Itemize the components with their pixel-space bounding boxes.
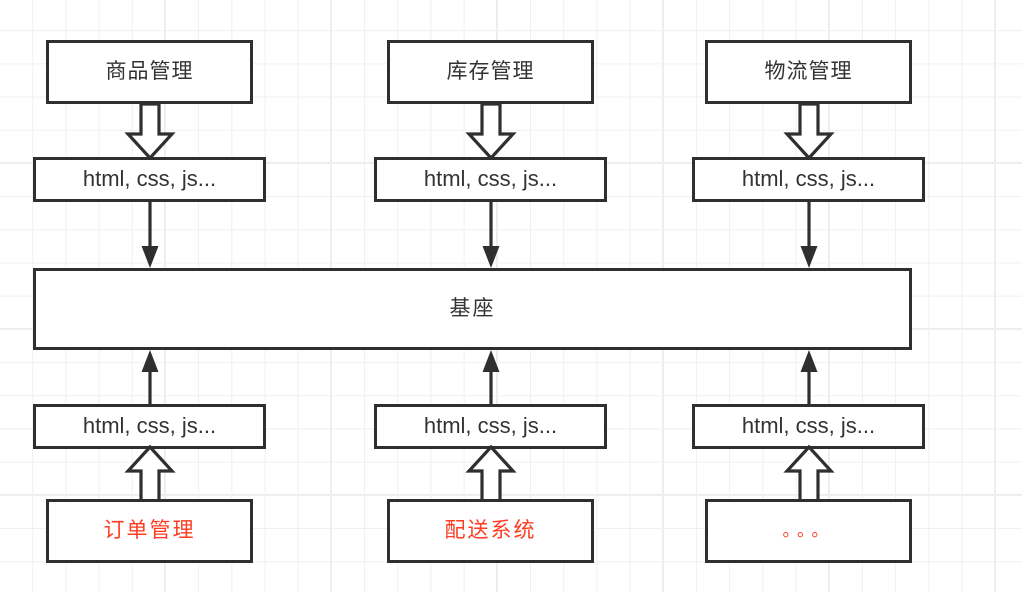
node-label: html, css, js...	[423, 413, 558, 439]
node-label: 。。。	[782, 520, 835, 540]
block-arrow-up-2	[461, 444, 521, 503]
block-arrow-down-1	[120, 102, 180, 161]
node-label: 物流管理	[764, 60, 853, 84]
node-bottom-module-1[interactable]: 订单管理	[46, 499, 253, 563]
block-arrow-down-2	[461, 102, 521, 161]
line-arrow-down-3	[799, 202, 819, 270]
node-label: 库存管理	[446, 60, 535, 84]
node-top-asset-1[interactable]: html, css, js...	[33, 157, 266, 202]
node-bottom-asset-1[interactable]: html, css, js...	[33, 404, 266, 449]
block-arrow-down-3	[779, 102, 839, 161]
block-arrow-up-1	[120, 444, 180, 503]
node-top-asset-3[interactable]: html, css, js...	[692, 157, 925, 202]
node-bottom-module-3[interactable]: 。。。	[705, 499, 912, 563]
node-top-asset-2[interactable]: html, css, js...	[374, 157, 607, 202]
node-label: 配送系统	[444, 519, 537, 543]
node-label: 订单管理	[103, 519, 196, 543]
line-arrow-up-2	[481, 350, 501, 408]
node-top-module-2[interactable]: 库存管理	[387, 40, 594, 104]
node-base-platform[interactable]: 基座	[33, 268, 912, 350]
line-arrow-down-2	[481, 202, 501, 270]
line-arrow-down-1	[140, 202, 160, 270]
node-label: html, css, js...	[741, 413, 876, 439]
node-label: 基座	[449, 297, 496, 321]
node-bottom-asset-2[interactable]: html, css, js...	[374, 404, 607, 449]
node-bottom-module-2[interactable]: 配送系统	[387, 499, 594, 563]
node-top-module-3[interactable]: 物流管理	[705, 40, 912, 104]
node-label: html, css, js...	[423, 166, 558, 192]
block-arrow-up-3	[779, 444, 839, 503]
node-label: html, css, js...	[82, 413, 217, 439]
line-arrow-up-3	[799, 350, 819, 408]
node-label: html, css, js...	[741, 166, 876, 192]
node-label: 商品管理	[105, 60, 194, 84]
node-bottom-asset-3[interactable]: html, css, js...	[692, 404, 925, 449]
line-arrow-up-1	[140, 350, 160, 408]
node-top-module-1[interactable]: 商品管理	[46, 40, 253, 104]
node-label: html, css, js...	[82, 166, 217, 192]
